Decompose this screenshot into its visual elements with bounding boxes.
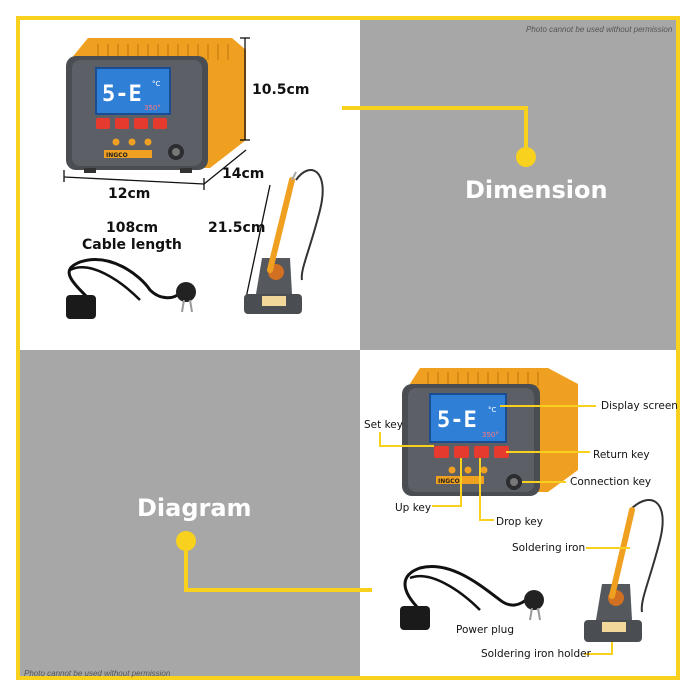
power-cord-top (66, 258, 196, 319)
display-digits: 5-E (102, 82, 142, 107)
soldering-station-bottom: 5-E °C 350° INGCO (402, 368, 578, 496)
cable-length-label: Cable length (82, 237, 182, 253)
callout-lines (379, 405, 630, 655)
height-dimension: 10.5cm (252, 82, 310, 98)
iron-height-dimension: 21.5cm (208, 220, 266, 236)
label-up-key: Up key (395, 502, 432, 514)
soldering-station-top: 5-E °C 350° INGCO (66, 38, 246, 173)
diagram-title: Diagram (137, 494, 252, 522)
diagram-connector (176, 531, 372, 592)
outer-frame (16, 16, 680, 680)
dimension-title: Dimension (465, 176, 608, 204)
brand-logo-top: INGCO (106, 152, 128, 159)
label-soldering-iron: Soldering iron (512, 542, 586, 554)
brand-logo-bottom: INGCO (438, 478, 460, 485)
display-unit: °C (152, 80, 161, 88)
watermark-top: Photo cannot be used without permission (526, 25, 673, 34)
cable-length-value: 108cm (106, 220, 159, 236)
watermark-bottom: Photo cannot be used without permission (24, 669, 171, 678)
dimension-title-panel (360, 20, 680, 350)
label-display-screen: Display screen (601, 400, 678, 412)
depth-dimension: 14cm (222, 166, 265, 182)
label-set-key: Set key (364, 419, 403, 431)
display-unit-bottom: °C (488, 406, 497, 414)
width-dimension: 12cm (108, 186, 151, 202)
diagram-title-panel (20, 350, 360, 680)
display-subreading: 350° (144, 104, 161, 112)
label-drop-key: Drop key (496, 516, 543, 528)
soldering-iron-top (244, 169, 324, 314)
label-power-plug: Power plug (456, 624, 514, 636)
label-soldering-iron-holder: Soldering iron holder (481, 648, 591, 660)
soldering-iron-bottom (584, 499, 664, 642)
label-return-key: Return key (593, 449, 650, 461)
dimension-connector (342, 106, 536, 167)
dimension-lines (63, 37, 271, 299)
display-subreading-bottom: 350° (482, 431, 499, 439)
power-cord-bottom (400, 565, 544, 630)
label-connection-key: Connection key (570, 476, 652, 488)
display-digits-bottom: 5-E (437, 408, 477, 433)
